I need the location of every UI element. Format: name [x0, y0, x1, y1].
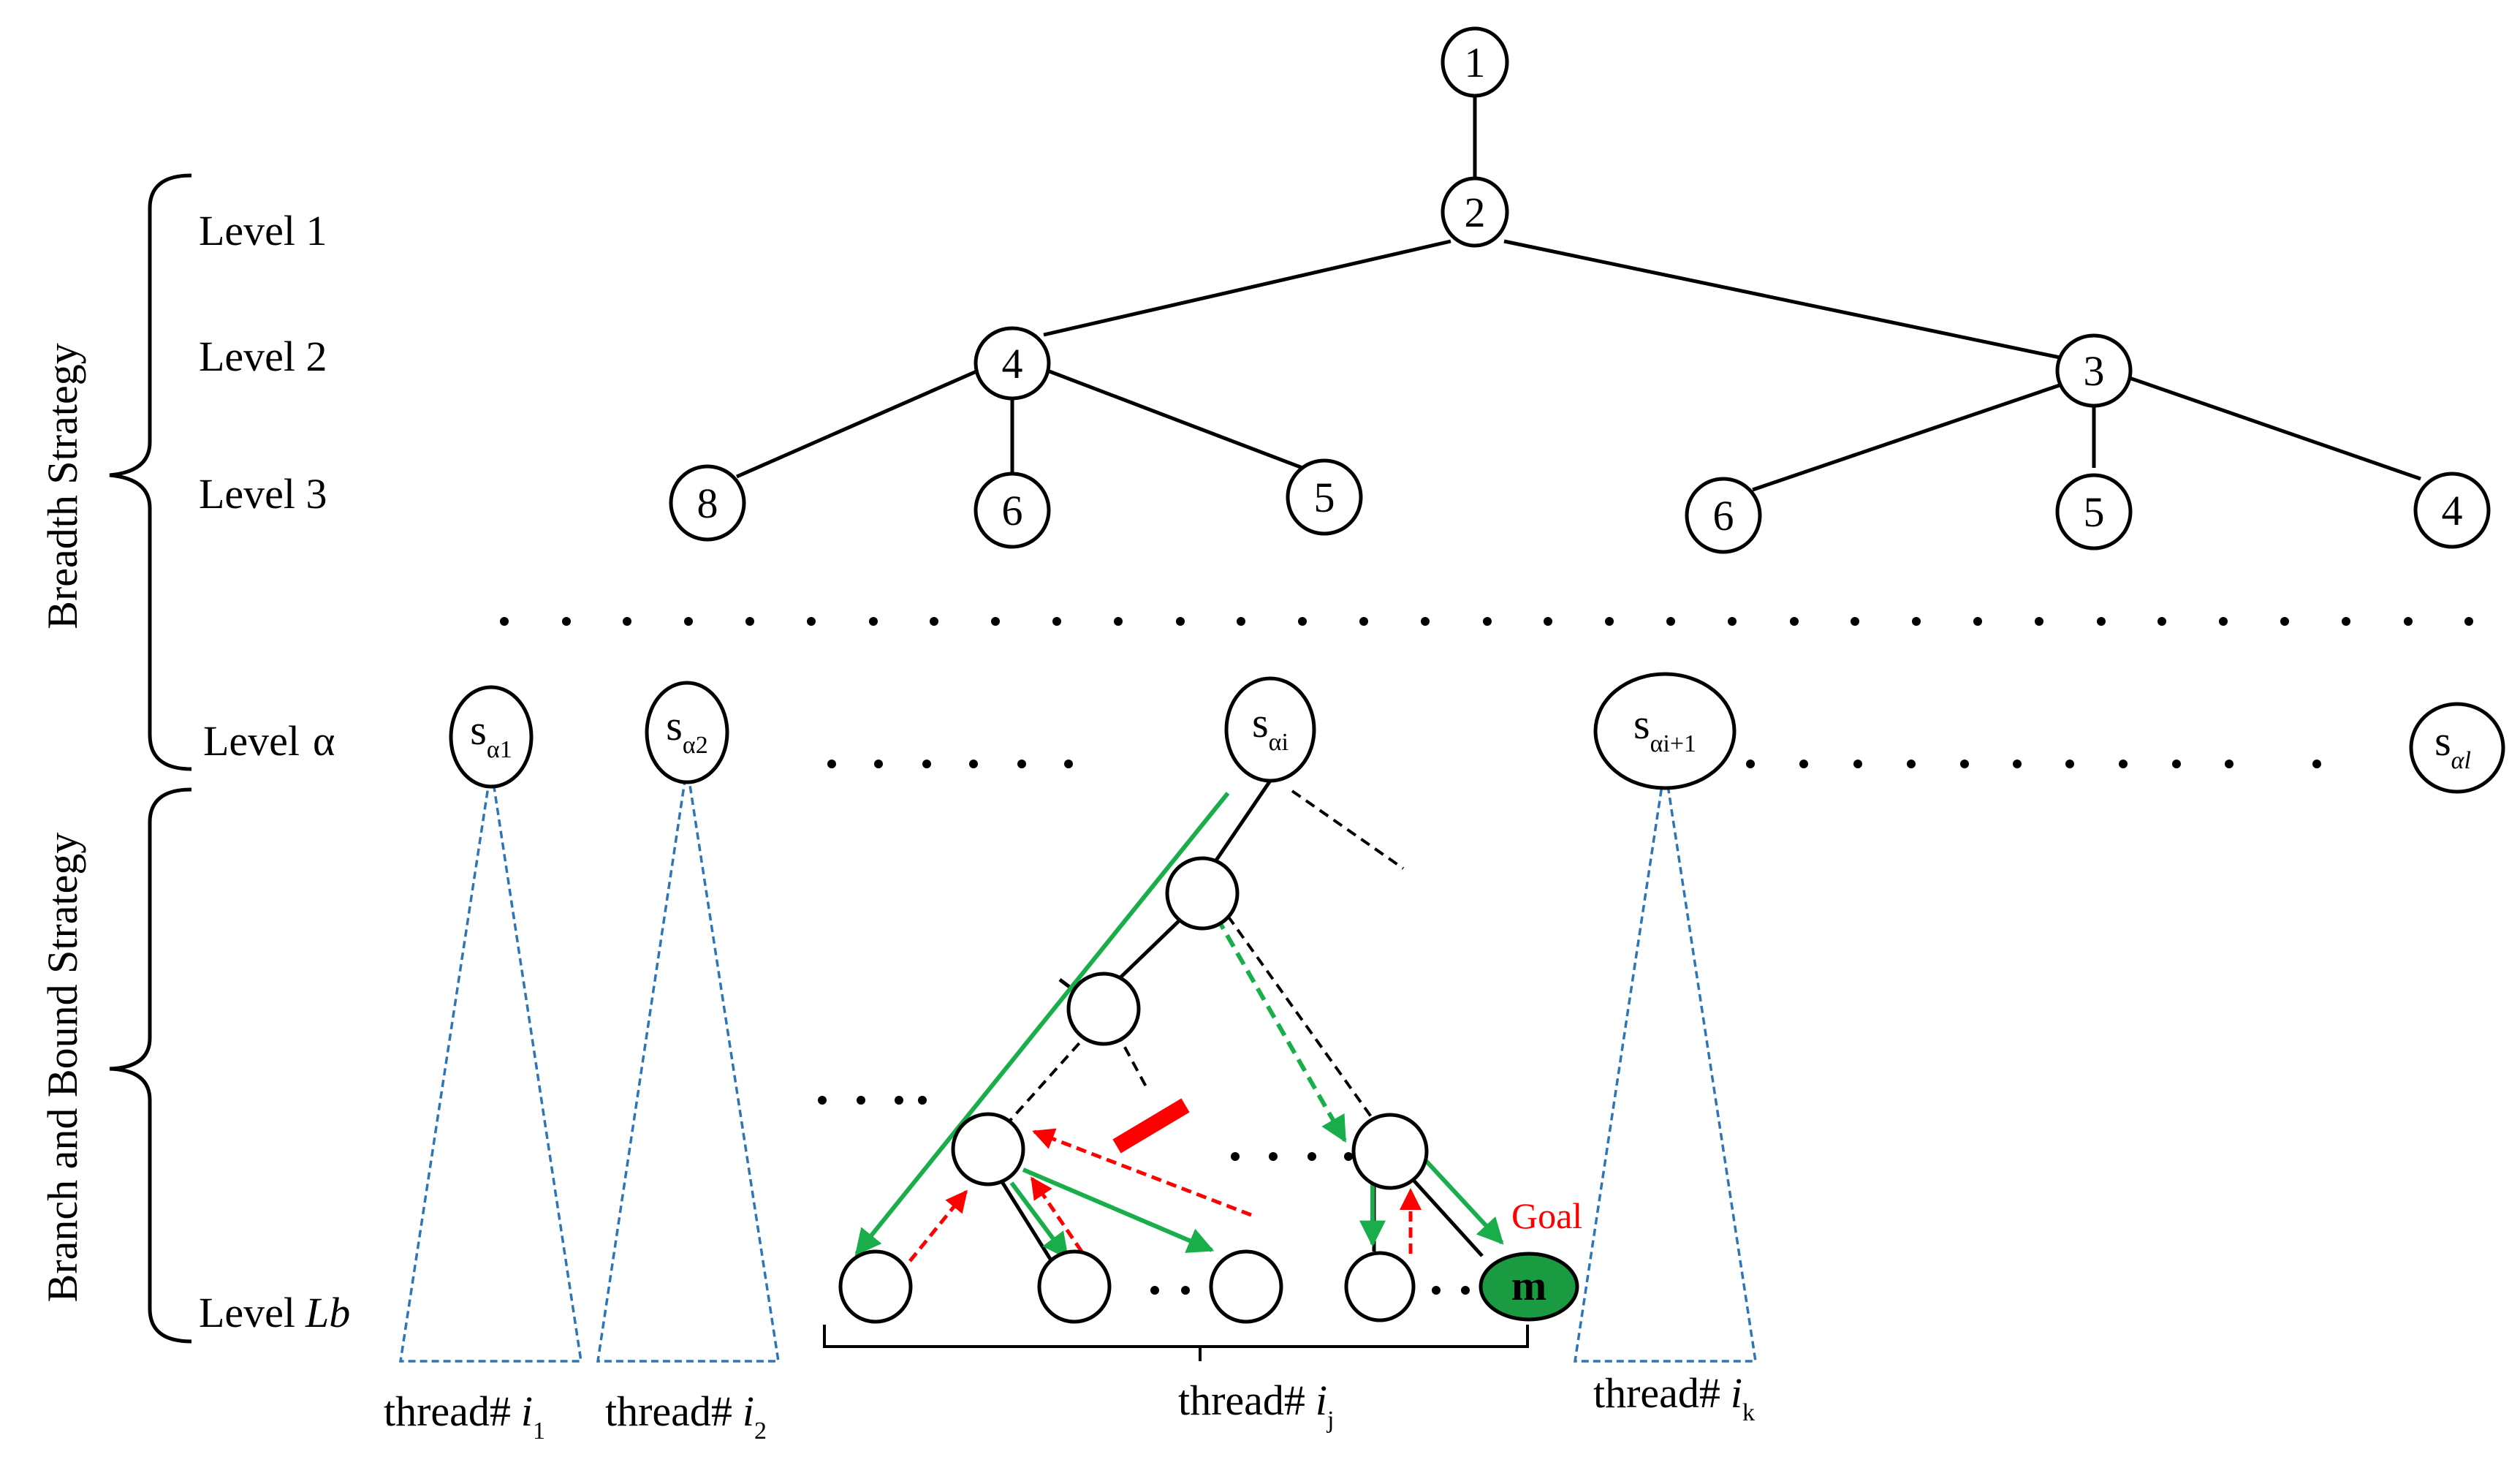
goal-label: Goal: [1511, 1195, 1582, 1236]
level-3-label: Level 3: [199, 470, 327, 518]
subtree-leaf-node: [1209, 1249, 1283, 1324]
svg-text:8: 8: [697, 480, 718, 527]
alpha-node-s-alpha-i-plus-1: sαi+1: [1593, 672, 1737, 790]
branch-bound-strategy-label: Branch and Bound Strategy: [39, 833, 86, 1303]
tree-node-3-level2: 3: [2055, 333, 2133, 408]
tree-node-4-level3: 4: [2413, 472, 2491, 549]
alpha-node-s-alpha2: sα2: [645, 681, 729, 784]
thread-i2-subtree: [596, 765, 781, 1363]
thread-i1-subtree: [398, 767, 583, 1363]
svg-text:6: 6: [1713, 492, 1734, 540]
thread-i1-label: thread#i1: [384, 1388, 545, 1445]
thread-triangles: [398, 765, 1758, 1363]
thread-j-dashed-edges: [1007, 790, 1405, 1127]
goal-node-m: m: [1479, 1252, 1579, 1322]
alpha-node-s-alpha-l: sαl: [2409, 702, 2505, 794]
subtree-node: [1066, 972, 1141, 1046]
svg-text:sαl: sαl: [2434, 717, 2471, 774]
level-2-label: Level 2: [199, 333, 327, 380]
thread-ij-label: thread#ij: [1178, 1377, 1335, 1434]
svg-text:4: 4: [2442, 487, 2463, 534]
thread-j-dots: [818, 1096, 1470, 1295]
subtree-leaf-node: [838, 1249, 913, 1324]
subtree-node: [951, 1112, 1025, 1186]
level-alpha-dots: [827, 760, 2321, 768]
tree-node-5a-level3: 5: [1286, 458, 1363, 536]
tree-node-8-level3: 8: [669, 464, 746, 542]
pruned-branch-bar: [1112, 1098, 1190, 1154]
tree-node-1: 1: [1441, 26, 1509, 98]
tree-node-4-level2: 4: [974, 326, 1051, 401]
alpha-node-s-alpha-i: sαi: [1224, 676, 1316, 783]
subtree-node: [1351, 1113, 1429, 1190]
green-search-arrows: [854, 792, 1504, 1260]
svg-text:6: 6: [1002, 487, 1023, 534]
alpha-node-s-alpha1: sα1: [449, 685, 534, 789]
svg-text:5: 5: [2084, 488, 2105, 536]
svg-text:3: 3: [2084, 347, 2105, 395]
subtree-leaf-node: [1037, 1249, 1112, 1324]
level-1-label: Level 1: [199, 207, 327, 254]
subtree-leaf-node: [1344, 1251, 1416, 1322]
tree-node-6b-level3: 6: [1685, 477, 1762, 554]
breadth-strategy-brace: [109, 173, 192, 771]
thread-j-bracket: [823, 1325, 1529, 1361]
svg-text:2: 2: [1465, 189, 1486, 236]
svg-text:sα2: sα2: [666, 702, 707, 759]
svg-text:4: 4: [1002, 340, 1023, 387]
thread-ik-label: thread#ik: [1593, 1369, 1755, 1426]
red-backtrack-arrows: [908, 1128, 1422, 1263]
subtree-node: [1165, 856, 1240, 931]
tree-node-6a-level3: 6: [974, 472, 1051, 549]
svg-text:1: 1: [1465, 39, 1486, 86]
thread-ik-subtree: [1573, 765, 1758, 1363]
svg-text:m: m: [1511, 1262, 1546, 1309]
svg-text:5: 5: [1314, 474, 1335, 521]
branch-bound-strategy-brace: [109, 787, 192, 1344]
ellipsis-row-dots: [500, 617, 2473, 626]
tree-node-2: 2: [1441, 176, 1509, 248]
tree-edges: [735, 94, 2421, 492]
thread-i2-label: thread#i2: [605, 1388, 767, 1445]
svg-text:sαi: sαi: [1252, 699, 1289, 756]
tree-node-5b-level3: 5: [2055, 473, 2133, 550]
svg-text:sα1: sα1: [470, 706, 512, 763]
breadth-strategy-label: Breadth Strategy: [39, 343, 86, 629]
svg-text:sαi+1: sαi+1: [1633, 700, 1696, 757]
